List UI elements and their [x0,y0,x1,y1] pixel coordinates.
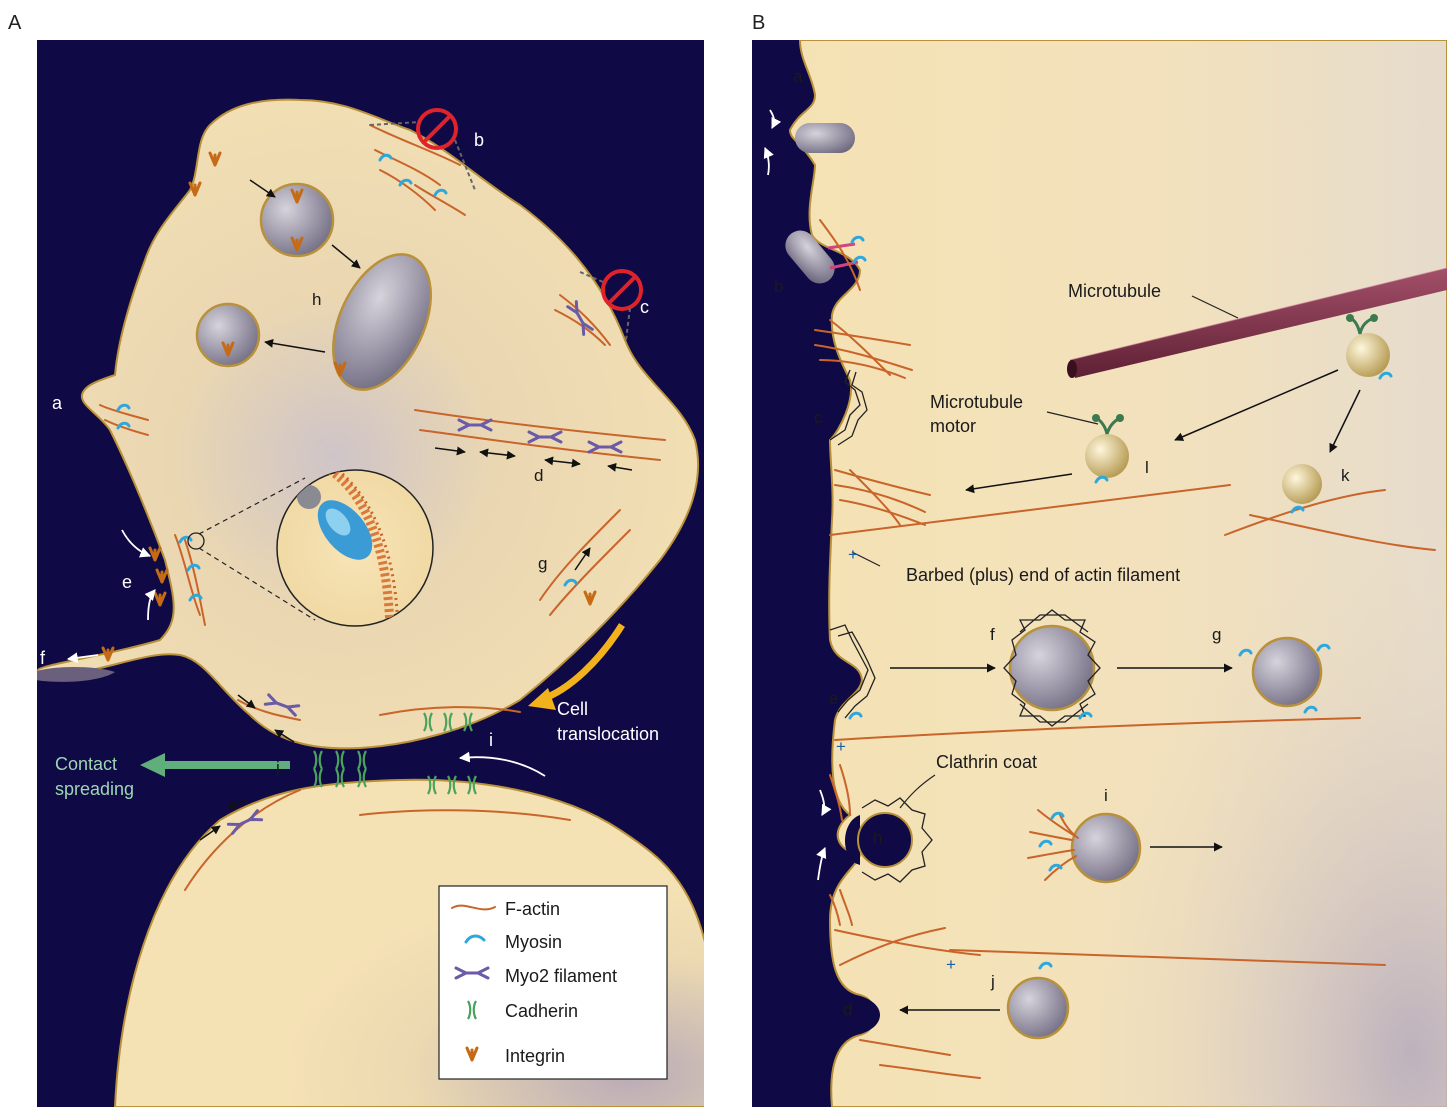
plus-sign: + [848,545,858,564]
microtubule-motor-label-2: motor [930,416,976,436]
vesicle-i [1072,814,1140,882]
legend: F-actin Myosin Myo2 filament Cadherin In… [439,886,667,1079]
contact-spreading-label-1: Contact [55,754,117,774]
panel-b-letter: B [752,12,765,34]
vesicle-left [197,304,259,366]
microtubule-motor-label-1: Microtubule [930,392,1023,412]
cell-translocation-label-1: Cell [557,699,588,719]
bead-a [795,123,855,153]
label-k: k [1341,466,1350,485]
vesicle-j [1008,978,1068,1038]
panel-b: + + + a b c d e f g h i j k l Microtubul… [752,40,1447,1107]
cell-translocation-label-2: translocation [557,724,659,744]
label-i: i [489,730,493,750]
label-c: c [640,297,649,317]
label-e: e [829,689,838,708]
label-d: d [843,1000,852,1019]
label-a: a [793,67,803,86]
label-a: a [52,393,63,413]
label-h: h [312,290,321,309]
panel-a-letter: A [8,12,22,34]
legend-integrin: Integrin [505,1046,565,1066]
plus-sign: + [836,737,846,756]
legend-myosin: Myosin [505,932,562,952]
label-j: j [990,972,995,991]
vesicle-g [1253,638,1321,706]
label-f: f [990,625,995,644]
label-b: b [774,277,783,296]
label-e: e [122,572,132,592]
label-g: g [1212,625,1221,644]
label-d: d [534,466,543,485]
legend-f-actin: F-actin [505,899,560,919]
label-l: l [1145,458,1149,477]
legend-myo2: Myo2 filament [505,966,617,986]
panel-a: a b c d e f g h i j Cell translocation C… [35,40,720,1107]
plus-sign: + [946,955,956,974]
clathrin-pit [858,813,912,867]
label-g: g [538,554,547,573]
legend-cadherin: Cadherin [505,1001,578,1021]
label-c: c [814,408,823,427]
label-b: b [474,130,484,150]
label-j: j [275,758,280,777]
barbed-end-label: Barbed (plus) end of actin filament [906,565,1180,585]
label-i: i [1104,786,1108,805]
microtubule-label: Microtubule [1068,281,1161,301]
contact-spreading-label-2: spreading [55,779,134,799]
clathrin-coat-label: Clathrin coat [936,752,1037,772]
label-h: h [873,828,882,847]
